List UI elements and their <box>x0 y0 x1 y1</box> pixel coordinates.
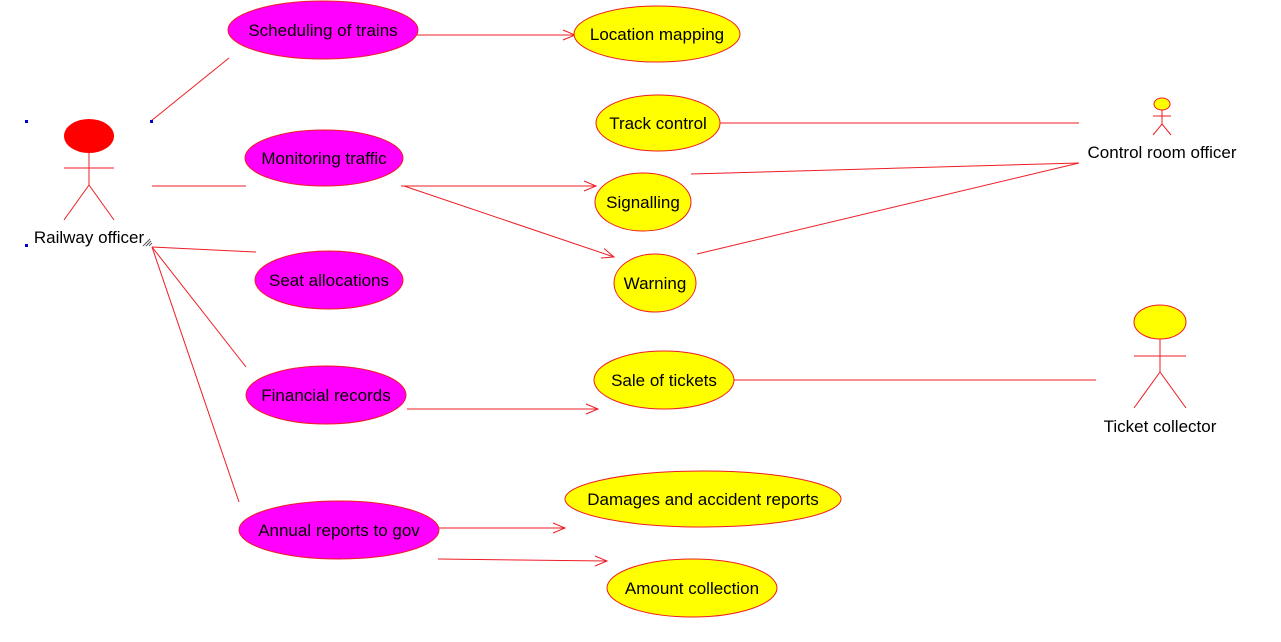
assoc-railway-annual <box>151 246 240 503</box>
actor-left-leg <box>1152 123 1163 136</box>
arrow-scheduling-location <box>417 29 577 41</box>
actor-head <box>64 119 114 153</box>
actor-label: Control room officer <box>1088 143 1237 162</box>
arrow-monitoring-warning <box>403 185 616 259</box>
usecase-warning[interactable]: Warning <box>613 253 697 313</box>
selection-handle-top-left[interactable] <box>25 120 28 123</box>
usecase-label: Scheduling of trains <box>248 21 397 40</box>
usecase-ellipse <box>238 500 440 560</box>
usecase-scheduling[interactable]: Scheduling of trains <box>227 0 419 60</box>
arrows <box>401 29 616 567</box>
usecase-annual-reports[interactable]: Annual reports to gov <box>238 500 440 560</box>
actor-right-leg <box>1159 371 1187 409</box>
usecase-monitoring[interactable]: Monitoring traffic <box>244 129 404 187</box>
usecase-label: Signalling <box>606 193 680 212</box>
usecase-ellipse <box>244 129 404 187</box>
actor-ticket-collector[interactable]: Ticket collector <box>1104 304 1217 436</box>
usecase-financial-records[interactable]: Financial records <box>245 365 407 425</box>
usecase-label: Warning <box>624 274 687 293</box>
usecase-ellipse <box>254 250 404 310</box>
usecase-label: Sale of tickets <box>611 371 717 390</box>
actor-left-leg <box>63 184 90 221</box>
assoc-warning-control-room <box>696 162 1080 255</box>
arrow-annual-amount <box>437 555 609 567</box>
actor-head <box>1133 304 1187 340</box>
assoc-signalling-control-room <box>690 162 1080 175</box>
usecase-signalling[interactable]: Signalling <box>594 172 692 232</box>
usecase-label: Annual reports to gov <box>258 521 420 540</box>
usecase-ellipse <box>573 5 741 63</box>
arrow-monitoring-signalling <box>401 180 598 192</box>
usecase-sale-of-tickets[interactable]: Sale of tickets <box>593 350 735 410</box>
usecase-label: Seat allocations <box>269 271 389 290</box>
usecase-label: Amount collection <box>625 579 759 598</box>
actor-left-leg <box>1133 371 1161 409</box>
usecase-ellipse <box>564 470 842 528</box>
arrow-financial-sale <box>407 403 600 415</box>
usecase-ellipse <box>613 253 697 313</box>
usecase-ellipse <box>593 350 735 410</box>
usecase-ellipse <box>227 0 419 60</box>
usecase-label: Track control <box>609 114 707 133</box>
actor-label: Ticket collector <box>1104 417 1217 436</box>
actor-railway-officer[interactable]: Railway officer <box>34 119 145 247</box>
actor-right-leg <box>88 184 115 221</box>
selection-handles <box>25 120 153 247</box>
assoc-railway-financial <box>151 246 247 368</box>
usecase-amount-collection[interactable]: Amount collection <box>606 558 778 618</box>
usecase-ellipse <box>595 94 721 152</box>
arrow-annual-damages <box>438 522 567 534</box>
usecase-label: Damages and accident reports <box>587 490 819 509</box>
usecase-location-mapping[interactable]: Location mapping <box>573 5 741 63</box>
usecase-ellipse <box>606 558 778 618</box>
actor-right-leg <box>1161 123 1172 136</box>
usecase-track-control[interactable]: Track control <box>595 94 721 152</box>
usecase-label: Location mapping <box>590 25 724 44</box>
usecase-damages-reports[interactable]: Damages and accident reports <box>564 470 842 528</box>
selection-handle-bottom-left[interactable] <box>25 244 28 247</box>
assoc-railway-scheduling <box>150 57 230 122</box>
resize-grip-icon[interactable] <box>142 238 153 247</box>
assoc-railway-seat <box>151 246 257 253</box>
usecase-label: Financial records <box>261 386 390 405</box>
selection-handle-top-right[interactable] <box>150 120 153 123</box>
actor-control-room-officer[interactable]: Control room officer <box>1088 97 1237 162</box>
usecase-ellipse <box>594 172 692 232</box>
usecase-label: Monitoring traffic <box>261 149 387 168</box>
usecase-seat-allocations[interactable]: Seat allocations <box>254 250 404 310</box>
usecase-ellipse <box>245 365 407 425</box>
actor-label: Railway officer <box>34 228 145 247</box>
associations <box>150 57 1096 503</box>
actor-head <box>1153 97 1171 111</box>
